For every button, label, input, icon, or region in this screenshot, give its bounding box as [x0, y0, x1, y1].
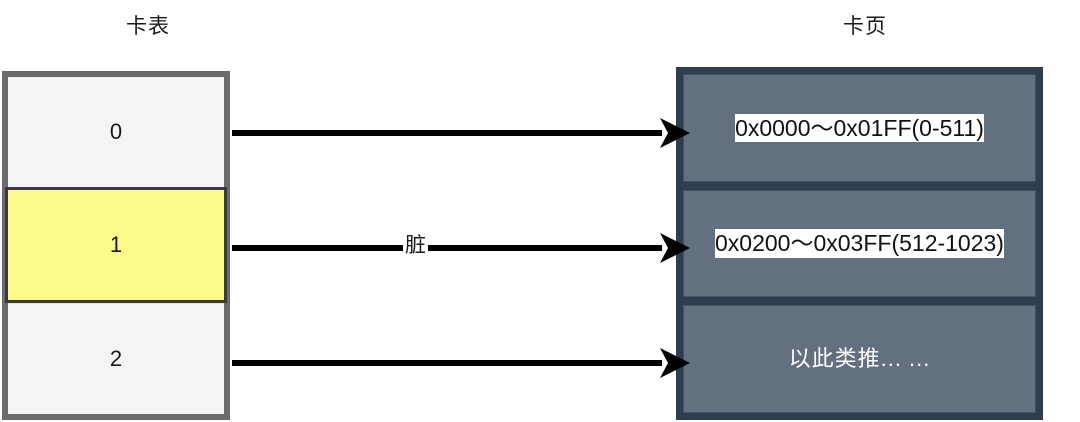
- card-table: 0 1 2: [2, 71, 230, 420]
- arrow-label-dirty: 脏: [403, 234, 428, 257]
- arrow-row2-to-block2: [232, 348, 690, 378]
- card-table-row-label: 0: [109, 119, 123, 144]
- arrow-row1-to-block1: [232, 233, 690, 263]
- card-page-heading: 卡页: [843, 15, 887, 38]
- card-table-row-0[interactable]: 0: [8, 77, 224, 187]
- card-table-row-label: 1: [109, 232, 123, 257]
- card-page-block-text: 0x0000～0x01FF(0-511): [735, 113, 984, 142]
- card-table-row-label: 2: [109, 346, 123, 371]
- card-table-row-2[interactable]: 2: [8, 303, 224, 414]
- arrow-row0-to-block0: [232, 118, 690, 148]
- card-page-block-text: 以此类推... ...: [788, 345, 931, 371]
- card-table-heading: 卡表: [126, 15, 170, 38]
- card-page-block-0[interactable]: 0x0000～0x01FF(0-511): [683, 74, 1036, 182]
- card-page: 0x0000～0x01FF(0-511) 0x0200～0x03FF(512-1…: [676, 67, 1043, 420]
- card-page-block-1[interactable]: 0x0200～0x03FF(512-1023): [683, 189, 1036, 298]
- card-page-block-text: 0x0200～0x03FF(512-1023): [715, 229, 1004, 258]
- card-page-block-2[interactable]: 以此类推... ...: [683, 305, 1036, 414]
- card-table-row-1-dirty[interactable]: 1: [5, 187, 227, 303]
